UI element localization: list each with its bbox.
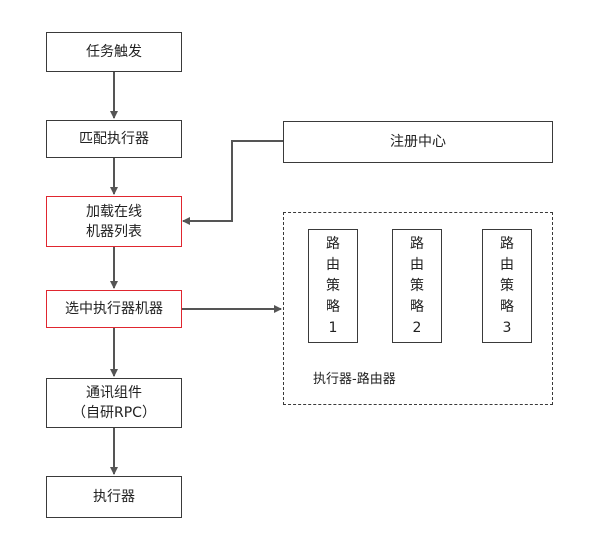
strategy-2-char: 策 (410, 277, 424, 294)
strategy-2-char: 由 (410, 256, 424, 273)
strategy-3-char: 策 (500, 277, 514, 294)
task-trigger-box: 任务触发 (46, 32, 182, 72)
strategy-3-char: 路 (500, 235, 514, 252)
arrow-registry-to-load (182, 140, 283, 225)
comm-component-line2: （自研RPC） (72, 405, 156, 421)
select-executor-machine-box: 选中执行器机器 (46, 290, 182, 328)
load-machine-list-box: 加载在线 机器列表 (46, 196, 182, 247)
strategy-2-char: 略 (410, 298, 424, 315)
routing-strategy-1: 路 由 策 略 1 (308, 229, 358, 343)
strategy-2-char: 路 (410, 235, 424, 252)
executor-router-container (283, 212, 553, 405)
strategy-1-char: 路 (326, 235, 340, 252)
strategy-2-char: 2 (412, 319, 422, 336)
routing-strategy-3: 路 由 策 略 3 (482, 229, 532, 343)
strategy-1-char: 略 (326, 298, 340, 315)
strategy-1-char: 1 (328, 319, 338, 336)
strategy-3-char: 略 (500, 298, 514, 315)
strategy-1-char: 由 (326, 256, 340, 273)
routing-strategy-2: 路 由 策 略 2 (392, 229, 442, 343)
registry-center-box: 注册中心 (283, 121, 553, 163)
executor-box: 执行器 (46, 476, 182, 518)
strategy-1-char: 策 (326, 277, 340, 294)
executor-label: 执行器 (93, 489, 135, 505)
match-executor-label: 匹配执行器 (79, 131, 149, 147)
strategy-3-char: 3 (502, 319, 512, 336)
select-executor-machine-label: 选中执行器机器 (65, 301, 163, 317)
comm-component-box: 通讯组件 （自研RPC） (46, 378, 182, 428)
registry-center-label: 注册中心 (390, 134, 446, 150)
match-executor-box: 匹配执行器 (46, 120, 182, 158)
comm-component-line1: 通讯组件 (86, 385, 142, 401)
load-machine-list-line2: 机器列表 (86, 223, 142, 240)
strategy-3-char: 由 (500, 256, 514, 273)
task-trigger-label: 任务触发 (86, 44, 142, 60)
executor-router-label: 执行器-路由器 (313, 372, 396, 387)
load-machine-list-line1: 加载在线 (86, 203, 142, 220)
